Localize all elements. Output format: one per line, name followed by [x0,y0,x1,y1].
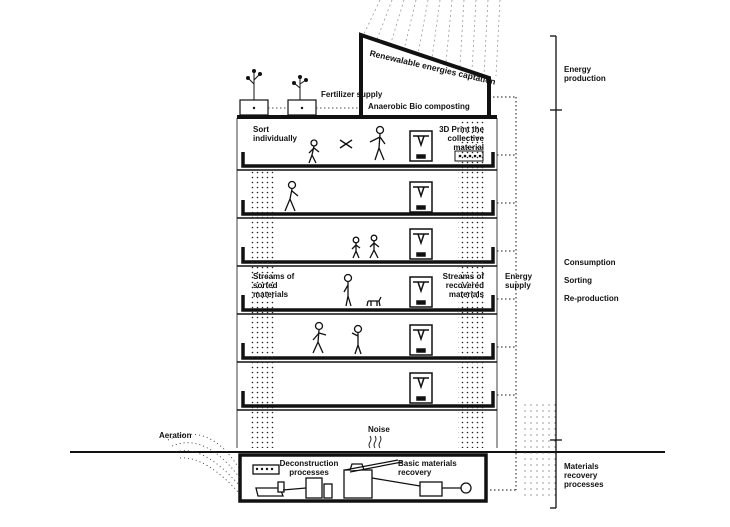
ground-energy-dots [520,402,556,498]
sun-rays [361,0,501,77]
deconstruction-label: Deconstruction processes [279,459,339,477]
material-box [454,150,484,162]
3d-print-label: 3D Print the collective material [439,125,484,152]
basement-machinery [252,463,472,499]
scissors-icon [339,139,353,149]
noise-icon [368,435,382,449]
sorting-label: Sorting [564,276,592,285]
streams-sorted-label: Streams of sorted materials [253,272,295,299]
sort-individually-label: Sort individually [253,125,298,143]
floor-slabs [241,152,495,408]
plant-icon [246,69,308,100]
roof-slab [237,115,497,119]
building-walls [236,118,498,448]
material-streams [250,120,484,448]
materials-recovery-label: Materials recovery processes [564,462,604,489]
basic-recovery-label: Basic materials recovery [398,459,457,477]
aeration-label: Aeration [159,431,192,440]
aeration-flows [167,433,241,495]
reproduction-label: Re-production [564,294,619,303]
noise-label: Noise [368,425,390,434]
anaerobic-composting-label: Anaerobic Bio composting [368,102,470,111]
consumption-label: Consumption [564,258,616,267]
fertilizer-dots [252,106,304,110]
conveyor [344,459,403,473]
energy-production-label: Energy production [564,65,606,83]
side-bracket [550,35,562,509]
energy-supply-label: Energy supply [505,272,533,290]
fertilizer-supply-label: Fertilizer supply [321,90,383,99]
energy-supply-network [486,96,517,491]
human-figures [284,125,386,355]
roof-planters [239,99,317,116]
3d-printer-icons [409,130,433,404]
basement-box [238,453,488,503]
ceiling-lines [237,169,497,411]
streams-recovered-label: Streams of recovered materials [442,272,484,299]
